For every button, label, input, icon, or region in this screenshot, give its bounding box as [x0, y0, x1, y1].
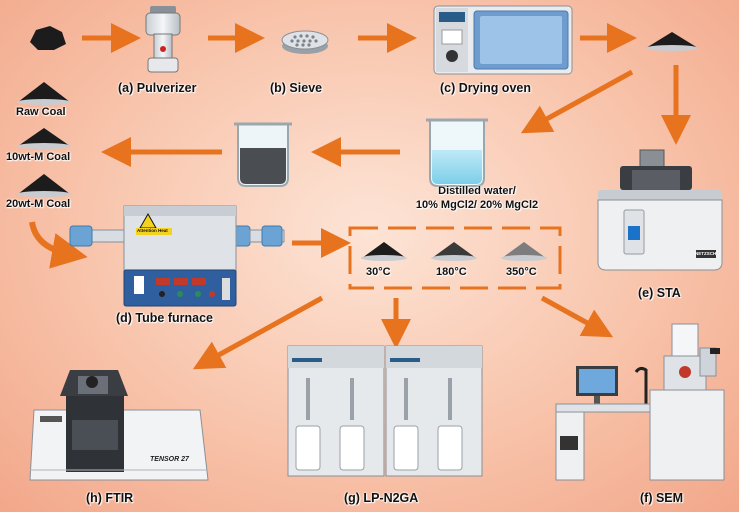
label-10wt-coal: 10wt-M Coal: [6, 151, 71, 163]
coal-powder-piles: [17, 32, 698, 197]
arrow-samples-furnace: [29, 221, 88, 269]
drying-oven-device: [433, 5, 573, 75]
label-ftir: (h) FTIR: [86, 491, 134, 505]
sieve-device: [281, 30, 329, 54]
furnace-warning-text: Attention Heat: [137, 228, 168, 233]
tube-furnace-device: [69, 205, 285, 307]
temperature-group-box: [348, 226, 562, 290]
label-sieve: (b) Sieve: [270, 81, 323, 95]
label-solution-line2: 10% MgCl2/ 20% MgCl2: [415, 199, 539, 211]
label-temp-30: 30°C: [366, 266, 391, 278]
ftir-brand-text: TENSOR 27: [150, 456, 189, 463]
temperature-piles: [361, 242, 547, 261]
label-sem: (f) SEM: [640, 491, 684, 505]
sem-device: [555, 323, 725, 481]
label-temp-350: 350°C: [506, 266, 537, 278]
label-tube-furnace: (d) Tube furnace: [116, 311, 213, 325]
flow-arrows: [82, 23, 691, 370]
label-solution-line1: Distilled water/: [438, 185, 516, 197]
label-drying-oven: (c) Drying oven: [440, 81, 531, 95]
pulverizer-device: [145, 6, 181, 73]
label-raw-coal: Raw Coal: [16, 106, 66, 118]
powder-raw-coal: [18, 82, 70, 102]
label-temp-180: 180°C: [436, 266, 467, 278]
powder-after-oven: [646, 32, 698, 48]
powder-20wt-coal: [18, 174, 70, 194]
ftir-device: [29, 370, 209, 481]
arrow-temps-ftir: [192, 295, 324, 370]
arrow-powder-solution: [520, 69, 634, 134]
label-pulverizer: (a) Pulverizer: [118, 81, 197, 95]
label-lpn2ga: (g) LP-N2GA: [344, 491, 419, 505]
lpn2ga-device: [287, 345, 483, 477]
raw-coal-lump: [30, 26, 66, 50]
sta-brand-text: NETZSCH: [695, 251, 717, 256]
sta-device: [597, 149, 723, 271]
powder-10wt-coal: [18, 128, 70, 146]
beaker-solution: [426, 118, 488, 187]
label-20wt-coal: 20wt-M Coal: [6, 198, 71, 210]
arrow-temps-sem: [540, 295, 614, 338]
label-sta: (e) STA: [638, 286, 681, 300]
beaker-coal-mixture: [234, 122, 292, 187]
